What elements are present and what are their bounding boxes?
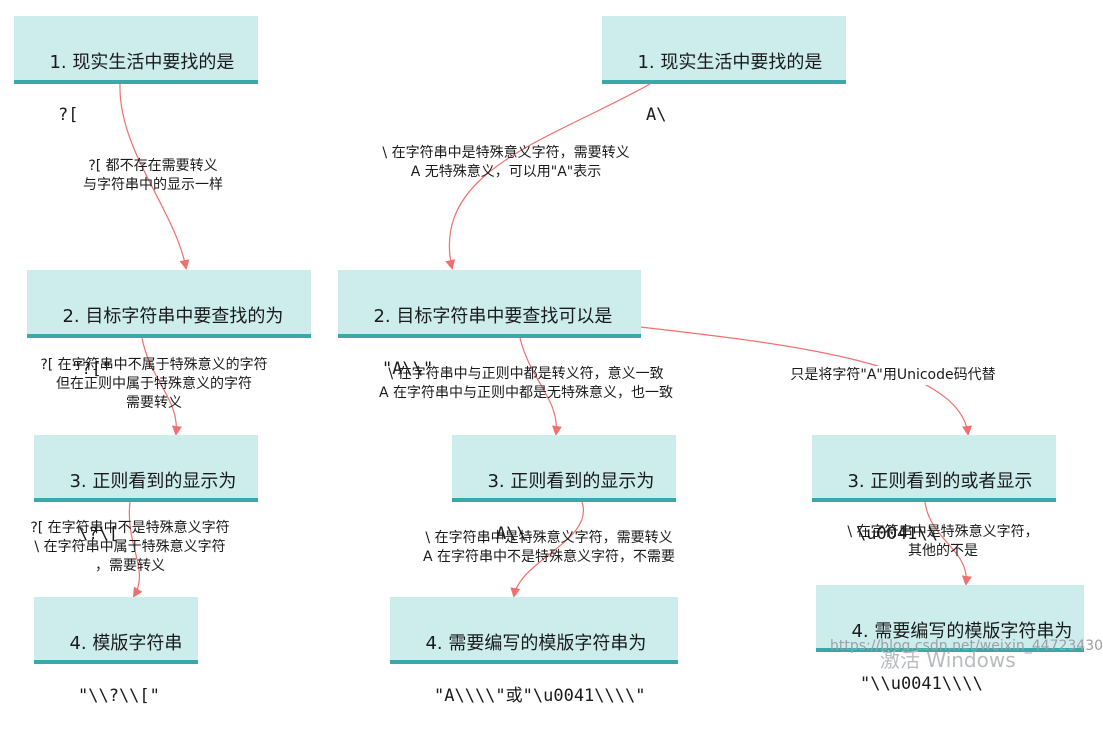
arrow-c2-3-to-4 xyxy=(510,501,585,598)
node-value: \u0041\\ xyxy=(856,524,938,544)
node-value: A\ xyxy=(646,105,667,125)
node-title: 1. 现实生活中要找的是 xyxy=(637,52,823,73)
node-c2-step1: 1. 现实生活中要找的是 A\ xyxy=(602,16,846,125)
node-c3-step4: 4. 需要编写的模版字符串为 "\\u0041\\\\ xyxy=(816,585,1084,694)
node-c1-step1: 1. 现实生活中要找的是 ?[ xyxy=(14,16,258,125)
node-title: 3. 正则看到的或者显示 xyxy=(847,471,1033,492)
node-title: 4. 模版字符串 xyxy=(69,633,183,654)
node-title: 2. 目标字符串中要查找可以是 xyxy=(373,306,613,327)
node-title: 4. 需要编写的模版字符串为 xyxy=(851,621,1073,642)
node-title: 4. 需要编写的模版字符串为 xyxy=(425,633,647,654)
node-value: A\\ xyxy=(496,524,527,544)
node-value: "\\u0041\\\\ xyxy=(860,674,983,694)
edge-label-c1-1: ?[ 都不存在需要转义 与字符串中的显示一样 xyxy=(83,158,223,193)
node-value: \?\[ xyxy=(78,524,119,544)
node-c3-step3: 3. 正则看到的或者显示 \u0041\\ xyxy=(812,435,1056,544)
node-value: ?[ xyxy=(58,105,79,125)
arrow-c2-1-to-2 xyxy=(445,83,651,270)
node-c2-step3: 3. 正则看到的显示为 A\\ xyxy=(452,435,676,544)
node-c1-step2: 2. 目标字符串中要查找的为 "?[" xyxy=(27,270,311,379)
arrow-c1-1-to-2 xyxy=(119,83,190,270)
node-c1-step4: 4. 模版字符串 "\\?\\[" xyxy=(34,597,198,706)
arrow-c1-3-to-4 xyxy=(128,501,143,598)
node-c2-step2: 2. 目标字符串中要查找可以是 "A\\" xyxy=(338,270,641,379)
node-value: "A\\" xyxy=(382,359,434,379)
node-title: 3. 正则看到的显示为 xyxy=(487,471,655,492)
edge-label-c2-1: \ 在字符串中是特殊意义字符，需要转义 A 无特殊意义，可以用"A"表示 xyxy=(382,145,630,180)
node-value: "?[" xyxy=(71,359,112,379)
edge-label-c3-2: \ 在字符串中是特殊意义字符， 其他的不是 xyxy=(847,524,1039,559)
watermark-url: https://blog.csdn.net/weixin_44723430 xyxy=(830,638,1103,654)
edge-label-c2-2: \ 在字符串中与正则中都是转义符，意义一致 A 在字符串中与正则中都是无特殊意义… xyxy=(378,366,674,401)
node-title: 2. 目标字符串中要查找的为 xyxy=(62,306,284,327)
connector-layer xyxy=(119,83,973,598)
arrow-c2-2-to-3 xyxy=(519,337,562,436)
node-title: 3. 正则看到的显示为 xyxy=(69,471,237,492)
watermark-activate-windows: 激活 Windows xyxy=(880,648,1016,672)
edge-label-c1-2: ?[ 在字符串中不属于特殊意义的字符 但在正则中属于特殊意义的字符 需要转义 xyxy=(40,357,268,411)
node-value: "\\?\\[" xyxy=(78,686,160,706)
edge-label-c1-3: ?[ 在字符串中不是特殊意义字符 \ 在字符串中属于特殊意义字符 ，需要转义 xyxy=(30,520,230,574)
node-value: "A\\\\"或"\u0041\\\\" xyxy=(434,686,646,706)
arrow-c3-3-to-4 xyxy=(924,501,972,586)
edge-label-c2-3: \ 在字符串中是特殊意义字符，需要转义 A 在字符串中不是特殊意义字符，不需要 xyxy=(422,530,676,565)
edge-label-c3-1: 只是将字符"A"用Unicode码代替 xyxy=(766,366,1020,385)
node-c2-step4: 4. 需要编写的模版字符串为 "A\\\\"或"\u0041\\\\" xyxy=(390,597,678,706)
node-title: 1. 现实生活中要找的是 xyxy=(49,52,235,73)
arrow-c2-2-to-c3-3 xyxy=(639,326,973,436)
arrow-c1-2-to-3 xyxy=(141,337,182,436)
node-c1-step3: 3. 正则看到的显示为 \?\[ xyxy=(34,435,258,544)
